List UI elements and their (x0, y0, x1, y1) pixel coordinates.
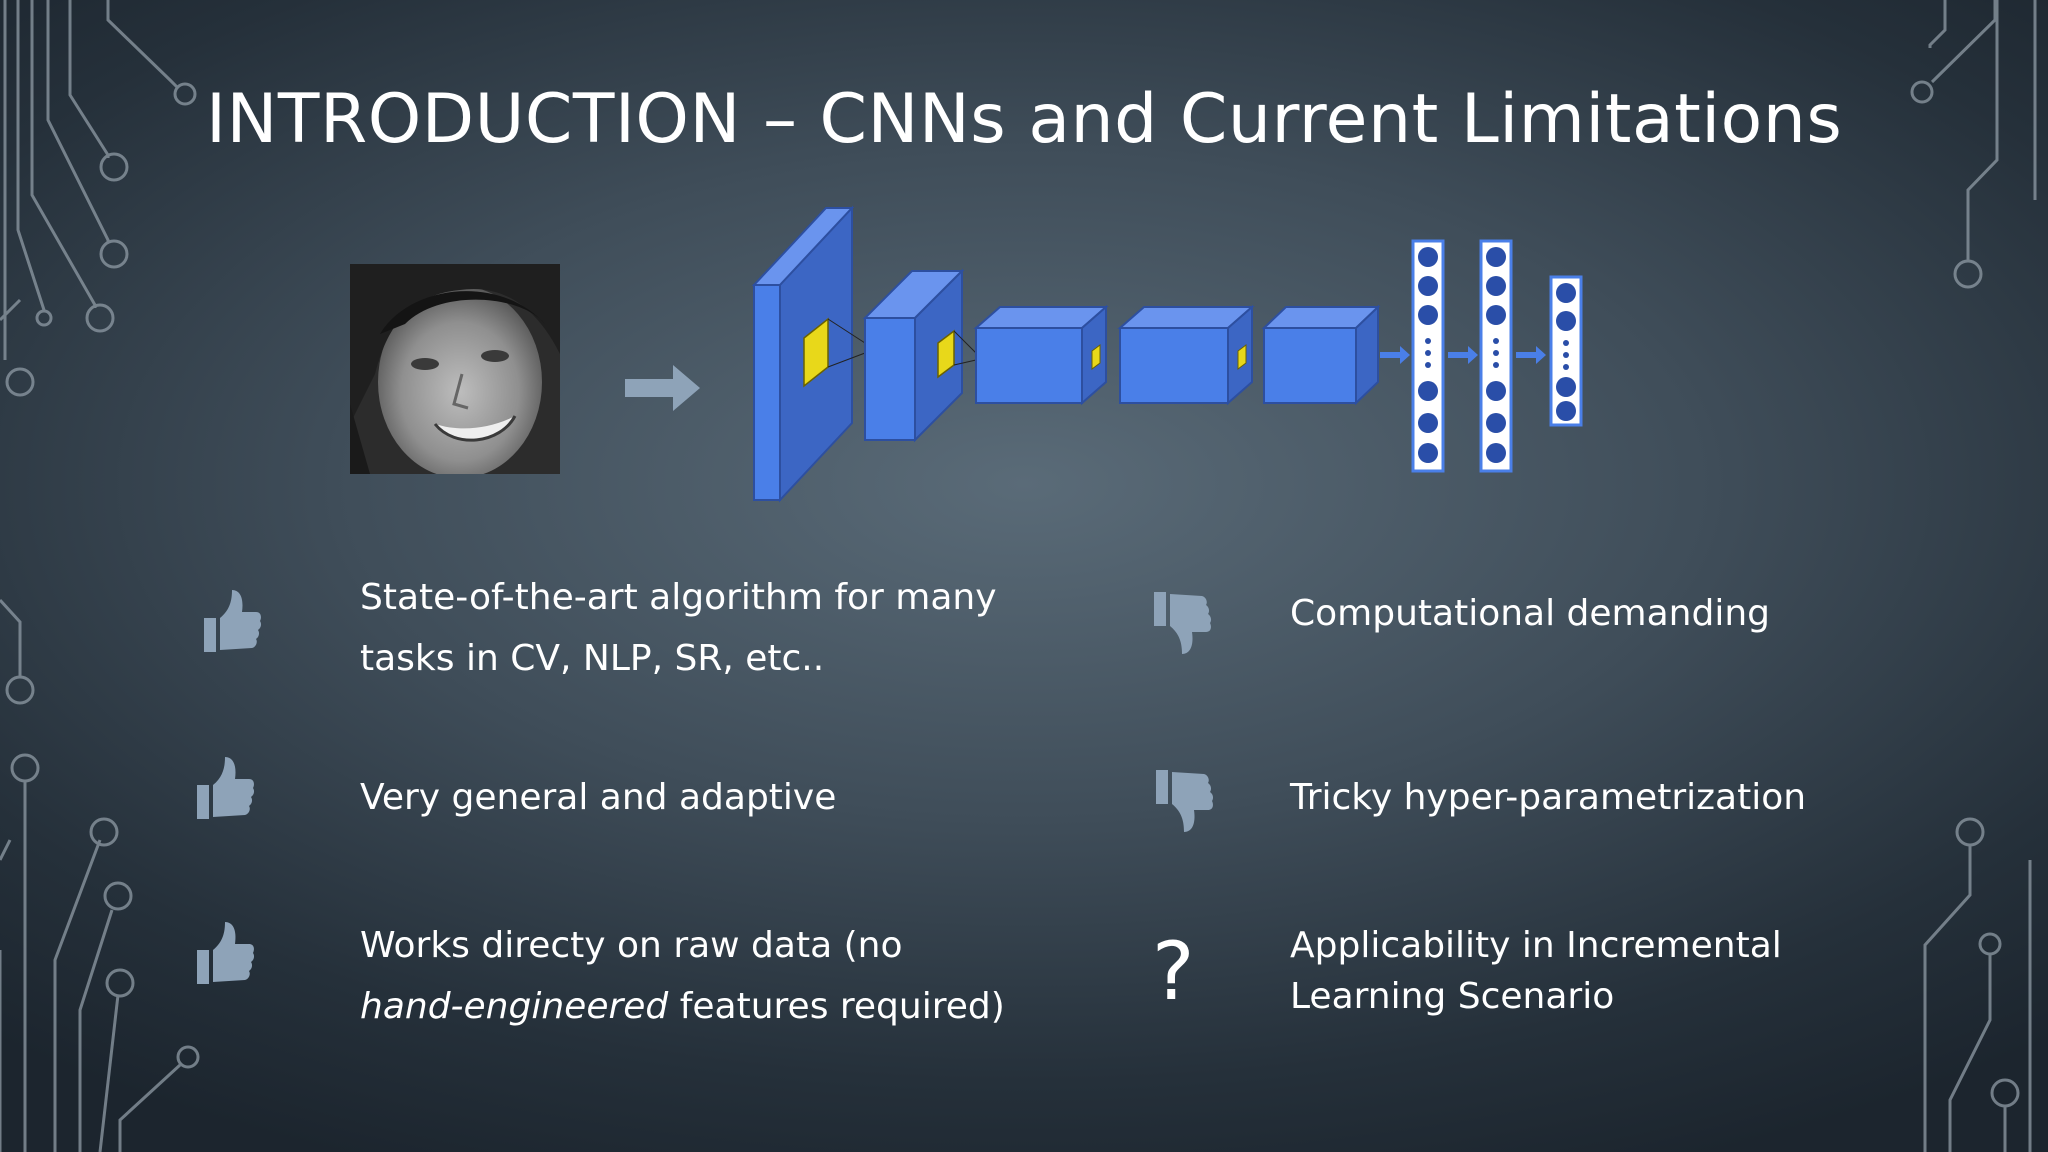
thumbs-up-icon (197, 922, 255, 984)
con-item-2: Tricky hyper-parametrization (1290, 767, 1806, 828)
con-item-1: Computational demanding (1290, 583, 1770, 644)
conv-layer-2 (862, 268, 977, 443)
thumbs-down-icon (1156, 770, 1214, 832)
fc-layer-1 (1411, 239, 1445, 473)
fc-layer-2 (1479, 239, 1513, 473)
pro-item-1-line1: State-of-the-art algorithm for many (360, 577, 997, 618)
con-item-3: Applicability in Incremental Learning Sc… (1290, 920, 1782, 1022)
thumbs-up-icon (197, 757, 255, 819)
pro-item-3: Works directy on raw data (no hand-engin… (360, 915, 1005, 1037)
pro-item-1: State-of-the-art algorithm for many task… (360, 567, 997, 689)
con-item-3-line1: Applicability in Incremental (1290, 925, 1782, 966)
question-mark-icon: ? (1152, 925, 1195, 1018)
thumbs-up-icon (204, 590, 262, 652)
pro-item-2: Very general and adaptive (360, 767, 836, 828)
pro-item-3-emphasis: hand-engineered (360, 986, 669, 1027)
pro-item-3-line2-rest: features required) (668, 986, 1005, 1027)
input-arrow-icon (625, 365, 700, 411)
conv-layer-4 (1117, 304, 1255, 406)
conv-layer-3 (973, 304, 1109, 406)
face-photo (350, 264, 560, 474)
conv-layer-1 (751, 205, 866, 503)
conv-layer-5 (1261, 304, 1381, 406)
slide-title: INTRODUCTION – CNNs and Current Limitati… (206, 80, 1843, 159)
con-item-3-line2: Learning Scenario (1290, 976, 1615, 1017)
cnn-architecture-diagram (751, 205, 1583, 503)
con-item-2-line1: Tricky hyper-parametrization (1290, 777, 1807, 818)
pro-item-1-line2: tasks in CV, NLP, SR, etc.. (360, 638, 825, 679)
fc-output-layer (1549, 275, 1583, 427)
thumbs-down-icon (1154, 592, 1212, 654)
pro-item-2-line1: Very general and adaptive (360, 777, 837, 818)
pro-item-3-line2: hand-engineered features required) (360, 976, 1005, 1037)
pro-item-3-line1: Works directy on raw data (no (360, 925, 903, 966)
con-item-1-line1: Computational demanding (1290, 593, 1771, 634)
